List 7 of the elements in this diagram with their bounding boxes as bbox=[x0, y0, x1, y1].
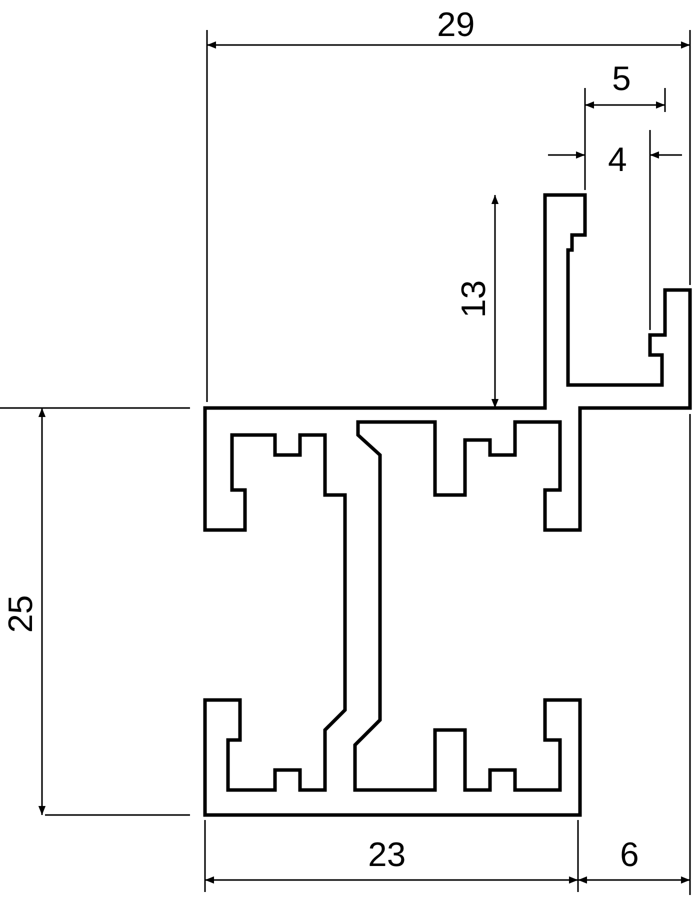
dimension-label: 25 bbox=[4, 595, 38, 633]
dimension-label: 29 bbox=[437, 8, 475, 42]
dimension-label: 23 bbox=[368, 838, 406, 872]
dimension-label: 5 bbox=[612, 62, 631, 96]
dimension-label: 6 bbox=[620, 838, 639, 872]
dimension-label: 4 bbox=[608, 143, 627, 177]
dimension-label: 13 bbox=[456, 280, 491, 318]
